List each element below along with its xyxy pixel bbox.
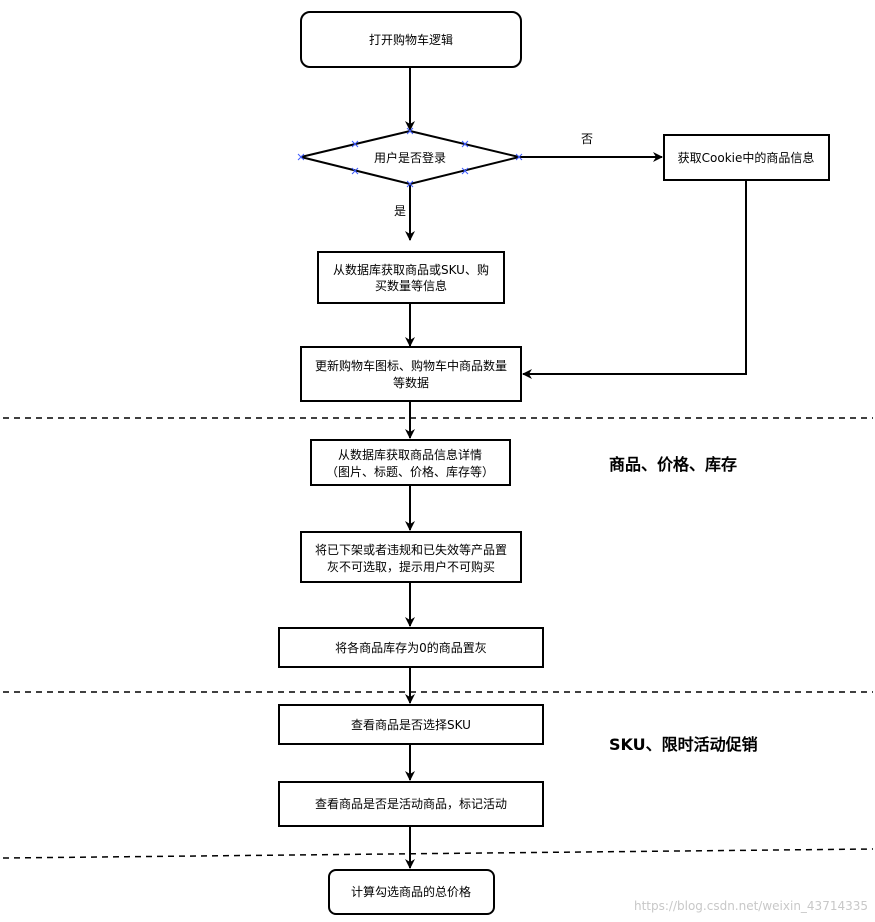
node-check-activity: 查看商品是否是活动商品，标记活动	[278, 781, 544, 827]
node-product-detail-label-line2: （图片、标题、价格、库存等）	[326, 464, 494, 479]
edge-label-no: 否	[581, 132, 593, 146]
node-login-decision: 用户是否登录	[297, 127, 523, 188]
node-gray-out-of-stock-label: 将各商品库存为0的商品置灰	[335, 640, 487, 655]
node-check-activity-label: 查看商品是否是活动商品，标记活动	[315, 796, 507, 811]
connection-handles	[297, 127, 523, 188]
node-db-fetch-label-line2: 买数量等信息	[375, 278, 447, 293]
node-update-cart-label-line2: 等数据	[393, 375, 429, 390]
node-product-detail-label-line1: 从数据库获取商品信息详情	[338, 447, 482, 462]
node-total-price-label: 计算勾选商品的总价格	[351, 884, 471, 899]
node-gray-invalid-label-line2: 灰不可选取，提示用户不可购买	[327, 559, 495, 574]
node-total-price: 计算勾选商品的总价格	[328, 869, 495, 915]
section-label-product: 商品、价格、库存	[609, 455, 737, 474]
node-gray-invalid-label-line1: 将已下架或者违规和已失效等产品置	[315, 542, 507, 557]
node-get-cookie-label: 获取Cookie中的商品信息	[678, 150, 815, 165]
node-gray-invalid: 将已下架或者违规和已失效等产品置 灰不可选取，提示用户不可购买	[300, 531, 522, 583]
node-check-sku-label: 查看商品是否选择SKU	[351, 717, 471, 732]
node-start: 打开购物车逻辑	[300, 11, 522, 68]
node-db-fetch: 从数据库获取商品或SKU、购 买数量等信息	[317, 251, 505, 304]
node-start-label: 打开购物车逻辑	[369, 32, 453, 47]
node-get-cookie: 获取Cookie中的商品信息	[663, 134, 830, 181]
edge-label-yes: 是	[394, 204, 406, 218]
node-gray-out-of-stock: 将各商品库存为0的商品置灰	[278, 627, 544, 668]
node-db-fetch-label-line1: 从数据库获取商品或SKU、购	[333, 262, 489, 277]
node-update-cart-label-line1: 更新购物车图标、购物车中商品数量	[315, 358, 507, 373]
node-update-cart: 更新购物车图标、购物车中商品数量 等数据	[300, 346, 522, 402]
section-separator	[2, 848, 874, 859]
edge-cookie-to-update	[522, 180, 747, 379]
node-login-decision-label: 用户是否登录	[374, 150, 446, 165]
section-label-promo: SKU、限时活动促销	[609, 735, 758, 754]
node-product-detail: 从数据库获取商品信息详情 （图片、标题、价格、库存等）	[310, 439, 511, 486]
node-check-sku: 查看商品是否选择SKU	[278, 704, 544, 745]
watermark-text: https://blog.csdn.net/weixin_43714335	[634, 899, 868, 913]
